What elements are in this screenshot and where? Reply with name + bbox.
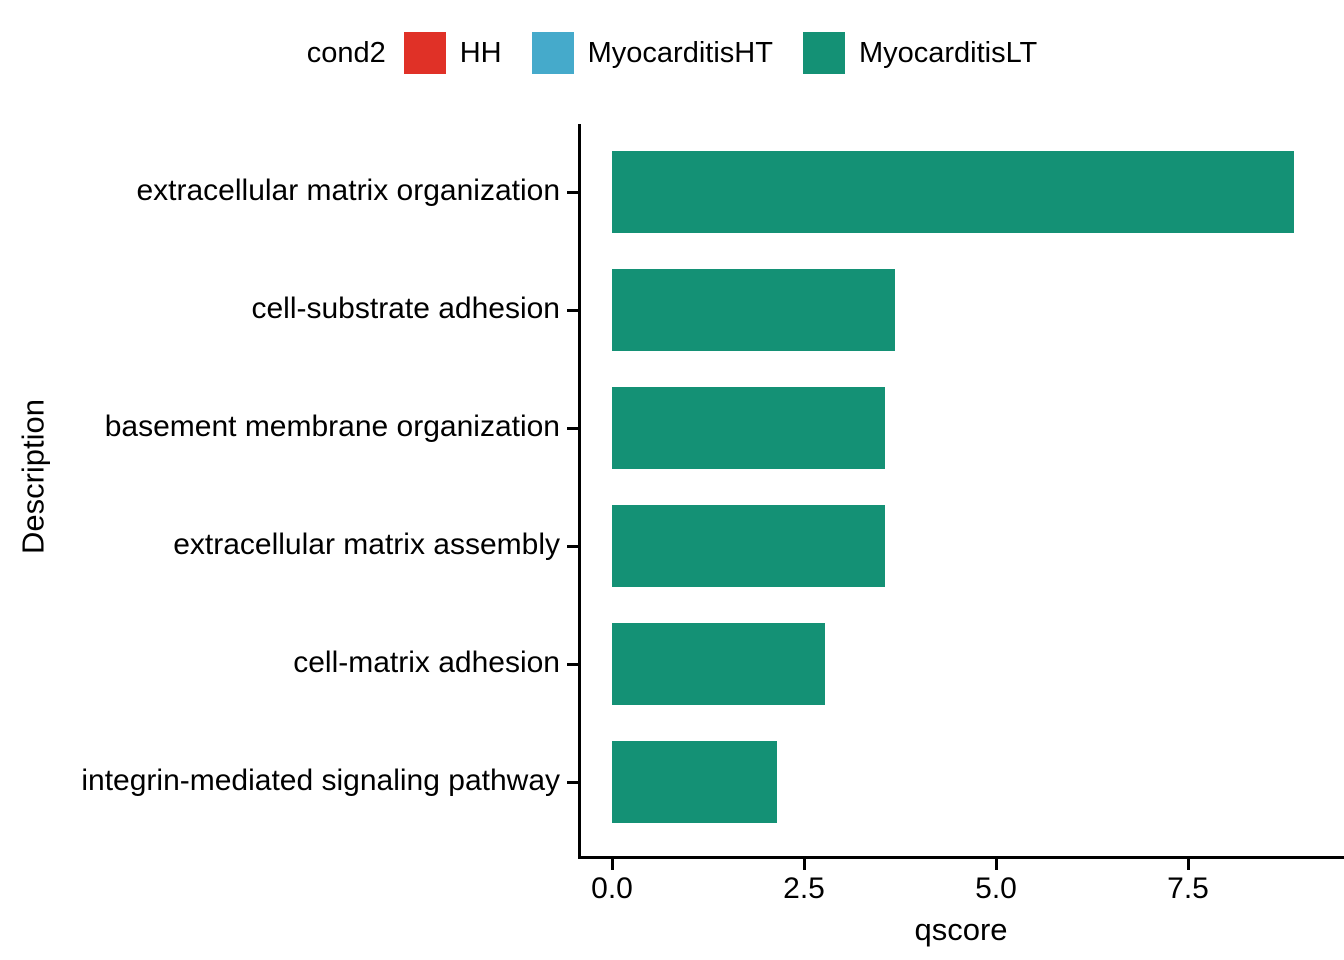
legend-key-myocarditisht (531, 32, 574, 74)
legend-key-myocarditislt (802, 32, 845, 74)
x-axis-tick-mark (995, 859, 998, 870)
bar[interactable] (612, 151, 1294, 233)
bar[interactable] (612, 623, 825, 705)
y-axis-tick-mark (567, 191, 578, 194)
y-axis-tick-label: cell-matrix adhesion (293, 646, 560, 679)
x-axis-title: qscore (914, 912, 1008, 947)
x-axis-tick-mark (611, 859, 614, 870)
legend-label-myocarditislt: MyocarditisLT (858, 36, 1038, 69)
y-axis-tick-mark (567, 309, 578, 312)
x-axis-tick-label: 7.5 (1167, 872, 1209, 905)
legend-item-myocarditisht[interactable]: MyocarditisHT (531, 32, 773, 74)
x-axis-tick-label: 5.0 (975, 872, 1017, 905)
y-axis-tick-mark (567, 781, 578, 784)
plot-panel (578, 124, 1344, 858)
y-axis-tick-mark (567, 663, 578, 666)
legend-title: cond2 (306, 36, 386, 69)
bar[interactable] (612, 741, 778, 823)
bar[interactable] (612, 387, 885, 469)
y-axis-tick-label: extracellular matrix assembly (173, 528, 560, 561)
y-axis-tick-label: integrin-mediated signaling pathway (81, 764, 560, 797)
bar[interactable] (612, 269, 896, 351)
legend-item-myocarditislt[interactable]: MyocarditisLT (802, 32, 1038, 74)
x-axis-tick-label: 0.0 (591, 872, 633, 905)
legend-label-hh: HH (459, 36, 502, 69)
x-axis-line (578, 856, 1344, 859)
y-axis-tick-label: basement membrane organization (104, 410, 560, 443)
x-axis-tick-mark (803, 859, 806, 870)
y-axis-tick-mark (567, 427, 578, 430)
y-axis-title: Description (15, 398, 51, 555)
bar[interactable] (612, 505, 885, 587)
y-axis-tick-label: cell-substrate adhesion (251, 292, 560, 325)
legend-item-hh[interactable]: HH (403, 32, 502, 74)
legend-key-hh (403, 32, 446, 74)
x-axis-tick-label: 2.5 (783, 872, 825, 905)
chart-legend: cond2 HH MyocarditisHT MyocarditisLT (0, 22, 1344, 84)
legend-label-myocarditisht: MyocarditisHT (587, 36, 773, 69)
y-axis-tick-label: extracellular matrix organization (136, 174, 560, 207)
x-axis-tick-mark (1187, 859, 1190, 870)
y-axis-tick-mark (567, 545, 578, 548)
y-axis-line (578, 124, 581, 859)
